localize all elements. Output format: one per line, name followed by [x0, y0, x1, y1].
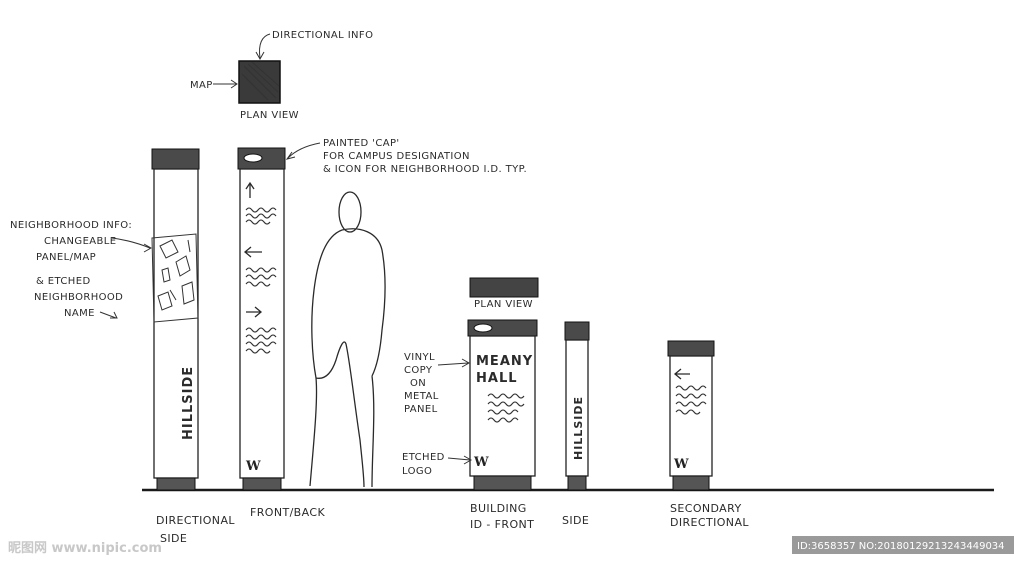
caption-secondary: SECONDARY: [670, 502, 742, 515]
painted-cap-line-1: PAINTED 'CAP': [323, 138, 400, 149]
logo-w-3: W: [673, 457, 689, 472]
building-id-side: HILLSIDE: [564, 321, 590, 491]
secondary-cap: [667, 340, 715, 357]
caption-building: BUILDING: [470, 502, 527, 515]
plan-view-label: PLAN VIEW: [240, 110, 299, 121]
watermark-id-text: ID:3658357 NO:20180129213243449034: [797, 541, 1005, 552]
neighborhood-line-2: CHANGEABLE: [44, 236, 116, 247]
map-label: MAP: [190, 80, 213, 91]
directional-info-label: DIRECTIONAL INFO: [272, 30, 373, 41]
vinyl-annotation: VINYL COPY ON METAL PANEL ETCHED LOGO: [402, 352, 473, 477]
building-body: [469, 335, 536, 477]
vinyl-line-2: COPY: [404, 365, 433, 376]
figure-body: [309, 228, 386, 488]
caption-directional-2: DIRECTIONAL: [670, 516, 749, 529]
hillside-vertical-label: HILLSIDE: [181, 366, 196, 440]
painted-cap-line-3: & ICON FOR NEIGHBORHOOD I.D. TYP.: [323, 164, 527, 175]
hall-label: HALL: [476, 371, 518, 386]
building-base: [473, 475, 532, 491]
side-cap: [564, 321, 590, 341]
arrow-right-icon: [246, 306, 263, 318]
etched-line-2: LOGO: [402, 466, 432, 477]
caption-directional: DIRECTIONAL: [156, 514, 235, 527]
pylon-front-back: W: [237, 147, 286, 491]
human-figure: [309, 191, 386, 488]
neighborhood-annotation: NEIGHBORHOOD INFO: CHANGEABLE PANEL/MAP …: [10, 220, 153, 319]
neighborhood-line-6: NAME: [64, 308, 95, 319]
building-plan-view: PLAN VIEW: [469, 277, 539, 310]
logo-w-2: W: [473, 455, 489, 470]
pylon-1-body: [153, 168, 199, 479]
arrow-left-icon: [243, 246, 262, 258]
plan-view-small-label: PLAN VIEW: [474, 299, 533, 310]
neighborhood-line-4: & ETCHED: [36, 276, 91, 287]
secondary-base: [672, 475, 710, 491]
pylon-1-cap: [151, 148, 200, 170]
vinyl-line-1: VINYL: [404, 352, 435, 363]
captions: DIRECTIONAL SIDE FRONT/BACK BUILDING ID …: [156, 502, 749, 545]
caption-side: SIDE: [160, 532, 187, 545]
watermark-logo: 昵图网 www.nipic.com: [8, 541, 162, 556]
meany-label: MEANY: [476, 354, 533, 369]
caption-front-back: FRONT/BACK: [250, 506, 325, 519]
vinyl-line-3: ON: [410, 378, 426, 389]
hillside-small-label: HILLSIDE: [572, 396, 585, 460]
neighborhood-line-1: NEIGHBORHOOD INFO:: [10, 220, 132, 231]
plan-view-top: DIRECTIONAL INFO MAP PLAN VIEW: [190, 30, 373, 121]
neighborhood-line-3: PANEL/MAP: [36, 252, 96, 263]
neighborhood-line-5: NEIGHBORHOOD: [34, 292, 123, 303]
plan-view-bar: [469, 277, 539, 298]
side-base: [567, 475, 587, 491]
secondary-arrow-left-icon: [673, 368, 690, 380]
arrow-up-icon: [245, 181, 255, 198]
vinyl-line-5: PANEL: [404, 404, 438, 415]
secondary-directional: W: [667, 340, 715, 491]
caption-id-front: ID - FRONT: [470, 518, 534, 531]
pylon-1-base: [156, 477, 196, 491]
logo-w-1: W: [245, 459, 261, 474]
building-id-front: MEANY HALL W: [467, 319, 538, 491]
watermark-id-bar: [792, 536, 1014, 554]
pylon-directional-side: HILLSIDE: [151, 148, 200, 491]
painted-cap-line-2: FOR CAMPUS DESIGNATION: [323, 151, 470, 162]
etched-line-1: ETCHED: [402, 452, 445, 463]
pylon-2-base: [242, 477, 282, 491]
neighborhood-map-sketch: [151, 233, 199, 323]
figure-head: [338, 191, 362, 233]
caption-side-small: SIDE: [562, 514, 589, 527]
vinyl-line-4: METAL: [404, 391, 439, 402]
painted-cap-annotation: PAINTED 'CAP' FOR CAMPUS DESIGNATION & I…: [285, 138, 527, 175]
